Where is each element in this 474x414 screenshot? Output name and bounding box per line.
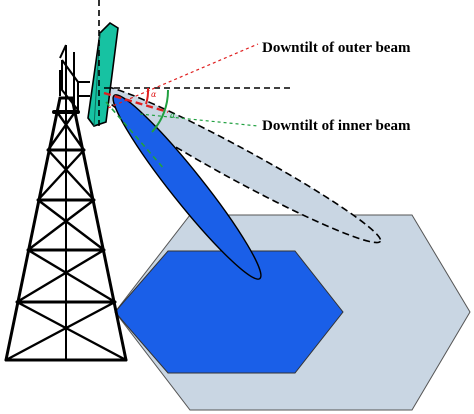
outer-tilt-line-lower bbox=[103, 91, 169, 114]
outer-beam-downtilt-label: Downtilt of outer beam bbox=[262, 40, 411, 56]
panel-antenna-icon bbox=[87, 21, 119, 127]
outer-tilt-angle-arc bbox=[145, 87, 150, 105]
outer-tilt-line-upper bbox=[107, 43, 259, 109]
inner-beam bbox=[112, 94, 262, 280]
inner-tilt-line-upper bbox=[139, 113, 259, 127]
outer-tilt-angle-symbol: α bbox=[151, 90, 157, 99]
inner-tilt-angle-symbol: α bbox=[170, 111, 176, 120]
inner-tilt-angle-arc bbox=[151, 89, 170, 133]
lattice-tower-icon bbox=[4, 96, 128, 362]
inner-tilt-line-lower bbox=[105, 101, 166, 171]
inner-beam-downtilt-label: Downtilt of inner beam bbox=[262, 118, 411, 134]
outer-beam bbox=[94, 84, 382, 244]
mast bbox=[59, 44, 90, 113]
